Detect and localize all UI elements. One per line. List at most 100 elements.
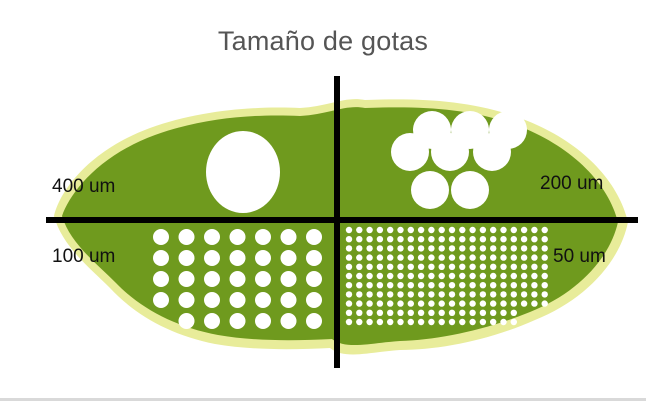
drop-50um xyxy=(520,282,528,289)
drop-50um xyxy=(417,272,425,280)
drop-50um xyxy=(510,226,517,234)
drop-50um xyxy=(417,263,425,270)
drop-50um xyxy=(541,282,548,289)
drop-50um xyxy=(490,272,497,280)
drop-50um xyxy=(541,291,548,298)
drop-100um xyxy=(306,229,322,245)
drop-50um xyxy=(448,254,456,261)
drop-50um xyxy=(345,309,353,316)
drop-50um xyxy=(356,226,363,234)
drop-50um xyxy=(397,282,404,289)
drop-50um xyxy=(387,236,394,243)
drop-50um xyxy=(531,226,538,234)
vertical-axis xyxy=(334,76,340,368)
drop-50um xyxy=(479,272,487,280)
figure-title: Tamaño de gotas xyxy=(217,26,429,56)
drop-100um xyxy=(280,250,297,266)
drop-50um xyxy=(520,226,528,234)
drop-50um xyxy=(407,291,414,298)
drop-50um xyxy=(448,226,456,234)
drop-50um xyxy=(459,309,466,316)
drop-50um xyxy=(417,318,425,326)
drop-50um xyxy=(490,318,497,326)
drop-50um xyxy=(345,318,353,326)
drop-50um xyxy=(366,254,373,261)
drop-200um xyxy=(473,133,511,171)
drop-100um xyxy=(178,313,195,329)
drop-50um xyxy=(407,263,414,270)
drop-50um xyxy=(459,263,466,270)
drop-50um xyxy=(500,245,507,252)
drop-50um xyxy=(541,254,548,261)
drop-50um xyxy=(520,236,528,243)
drop-50um xyxy=(356,236,363,243)
drop-100um xyxy=(153,250,169,266)
drop-50um xyxy=(345,282,353,289)
drop-50um xyxy=(490,245,497,252)
drop-50um xyxy=(510,254,517,261)
drop-100um xyxy=(229,271,246,287)
drop-50um xyxy=(356,300,363,307)
drop-100um xyxy=(280,292,297,308)
drop-50um xyxy=(531,291,538,298)
drop-50um xyxy=(397,254,404,261)
drop-50um xyxy=(448,291,456,298)
drop-50um xyxy=(438,226,445,234)
drop-50um xyxy=(448,318,456,326)
drop-50um xyxy=(376,263,384,270)
drop-50um xyxy=(428,236,435,243)
drop-100um xyxy=(255,250,271,266)
drop-50um xyxy=(387,300,394,307)
drop-50um xyxy=(376,236,384,243)
drop-50um xyxy=(366,318,373,326)
drop-50um xyxy=(469,236,476,243)
drop-50um xyxy=(500,263,507,270)
drop-50um xyxy=(387,282,394,289)
drop-100um xyxy=(255,229,271,245)
drop-50um xyxy=(469,254,476,261)
drop-50um xyxy=(376,245,384,252)
drop-100um xyxy=(204,271,220,287)
drop-50um xyxy=(500,291,507,298)
drop-50um xyxy=(428,291,435,298)
drop-50um xyxy=(541,226,548,234)
drop-50um xyxy=(479,245,487,252)
drop-50um xyxy=(366,291,373,298)
drop-50um xyxy=(541,263,548,270)
drop-100um xyxy=(204,313,220,329)
drop-50um xyxy=(438,291,445,298)
drop-50um xyxy=(438,245,445,252)
drop-200um xyxy=(451,171,489,209)
drop-50um xyxy=(459,318,466,326)
drop-50um xyxy=(510,300,517,307)
label-400um: 400 um xyxy=(52,176,116,197)
drop-50um xyxy=(510,263,517,270)
drop-50um xyxy=(510,282,517,289)
drop-50um xyxy=(387,291,394,298)
drop-50um xyxy=(520,300,528,307)
drop-50um xyxy=(387,245,394,252)
drop-50um xyxy=(469,300,476,307)
drop-100um xyxy=(306,292,322,308)
drop-50um xyxy=(469,263,476,270)
drops-200um-group xyxy=(391,111,527,209)
drop-50um xyxy=(407,254,414,261)
drop-50um xyxy=(531,263,538,270)
drop-50um xyxy=(366,263,373,270)
drop-50um xyxy=(397,291,404,298)
drop-50um xyxy=(438,318,445,326)
drop-50um xyxy=(448,282,456,289)
drop-50um xyxy=(428,309,435,316)
drop-100um xyxy=(306,313,322,329)
drop-50um xyxy=(490,309,497,316)
drop-50um xyxy=(541,245,548,252)
drop-50um xyxy=(387,263,394,270)
drop-50um xyxy=(356,245,363,252)
drop-50um xyxy=(417,236,425,243)
drop-50um xyxy=(356,291,363,298)
drop-50um xyxy=(500,300,507,307)
drop-50um xyxy=(356,282,363,289)
drop-100um xyxy=(229,229,246,245)
drop-50um xyxy=(438,300,445,307)
drop-50um xyxy=(366,245,373,252)
